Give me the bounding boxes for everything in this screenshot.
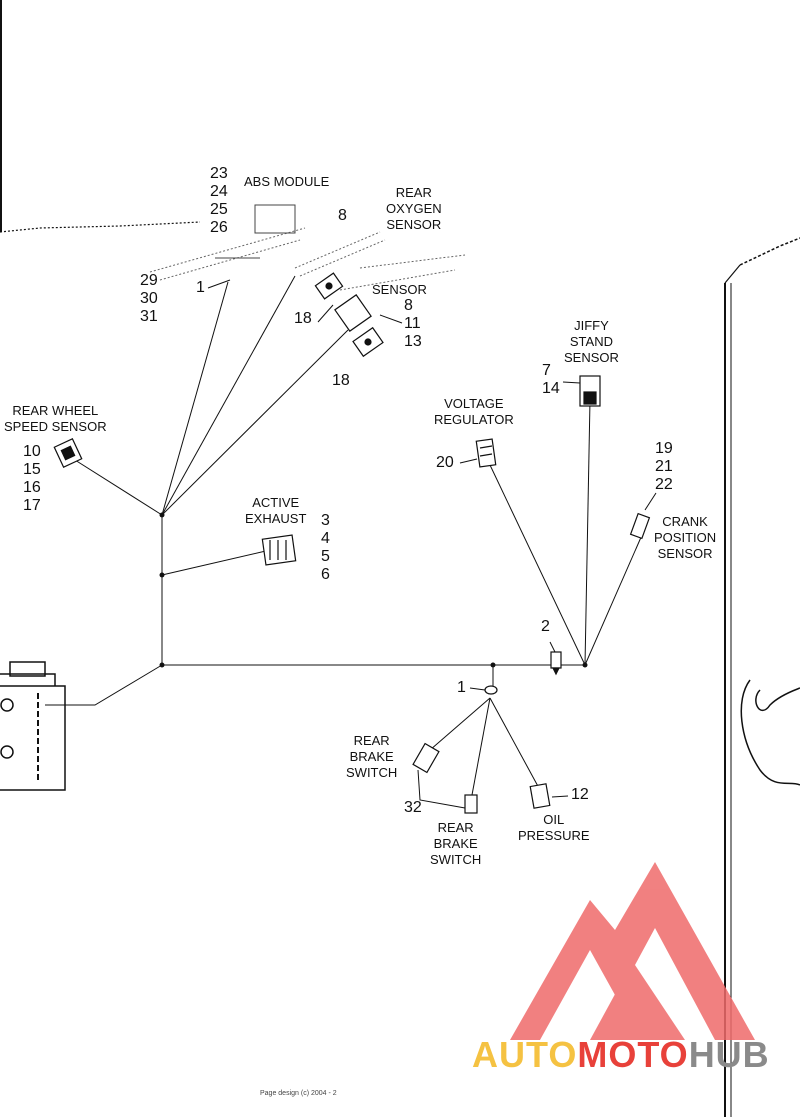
callout-number: 11 (404, 315, 421, 332)
callout-number: 19 (655, 440, 673, 457)
callout-number: 17 (23, 497, 41, 514)
callout-rear-oxygen-eighteen: 18 (294, 310, 312, 327)
label-rear-oxygen-sensor: REAR OXYGEN SENSOR (386, 185, 442, 233)
connector-active-exhaust (261, 534, 297, 566)
connector-voltage-regulator (475, 438, 497, 468)
callout-number: 15 (23, 461, 41, 478)
callout-front-oxygen-eighteen: 18 (332, 372, 350, 389)
callout-jiffy-numbers: 7 14 (542, 362, 560, 398)
callout-number: 24 (210, 183, 228, 200)
label-line: POSITION (654, 530, 717, 545)
label-voltage-regulator: VOLTAGE REGULATOR (434, 396, 514, 428)
callout-brake-number: 32 (404, 799, 422, 816)
harness-wires (45, 275, 643, 809)
label-line: JIFFY (574, 318, 609, 333)
callout-number: 16 (23, 479, 41, 496)
label-line: REGULATOR (434, 412, 514, 427)
connector-jiffy-stand (579, 375, 601, 407)
label-rear-brake-switch-2: REAR BRAKE SWITCH (430, 820, 481, 868)
label-line: VOLTAGE (444, 396, 504, 411)
watermark-logo-icon (510, 862, 755, 1040)
callout-number: 30 (140, 290, 158, 307)
callout-number: 5 (321, 548, 330, 565)
left-bracket (0, 661, 66, 791)
connector-junction-1 (484, 685, 498, 695)
watermark-hub: HUB (688, 1034, 770, 1075)
label-line: PRESSURE (518, 828, 590, 843)
callout-number: 29 (140, 272, 158, 289)
label-line: BRAKE (349, 749, 394, 764)
label-line: REAR (353, 733, 390, 748)
label-line: BRAKE (433, 836, 478, 851)
label-crank-position-sensor: CRANK POSITION SENSOR (654, 514, 716, 562)
callout-number: 25 (210, 201, 228, 218)
label-line: OXYGEN (386, 201, 442, 216)
callout-number: 8 (404, 297, 413, 314)
label-line: SENSOR (564, 350, 619, 365)
callout-wheel-speed-numbers: 10 15 16 17 (23, 443, 41, 515)
callout-oil-number: 12 (571, 786, 589, 803)
label-abs-module: ABS MODULE (244, 174, 330, 189)
callout-junction-two: 2 (541, 618, 550, 635)
label-line: EXHAUST (245, 511, 307, 526)
watermark-moto: MOTO (577, 1034, 689, 1075)
label-line: CRANK (662, 514, 708, 529)
footer-text: Page design (c) 2004 - 2 (260, 1090, 337, 1097)
label-line: SPEED SENSOR (4, 419, 107, 434)
callout-number: 10 (23, 443, 41, 460)
connector-junction-2 (550, 651, 562, 676)
label-line: REAR (437, 820, 474, 835)
callout-number: 7 (542, 362, 551, 379)
callout-number: 3 (321, 512, 330, 529)
connector-wheel-speed (53, 438, 83, 468)
connector-oil-pressure (529, 783, 551, 809)
callout-number: 13 (404, 333, 422, 350)
label-jiffy-stand-sensor: JIFFY STAND SENSOR (564, 318, 619, 366)
connector-front-oxygen (334, 294, 384, 358)
label-line: REAR WHEEL (12, 403, 99, 418)
callout-number: 21 (655, 458, 673, 475)
label-line: SWITCH (346, 765, 398, 780)
junction-dots (159, 512, 588, 668)
connector-rear-brake-2 (464, 794, 478, 814)
callout-number: 6 (321, 566, 330, 583)
abs-module-cluster (149, 204, 466, 291)
callout-number: 22 (655, 476, 673, 493)
callout-abs-numbers-top: 23 24 25 26 (210, 165, 228, 237)
label-oil-pressure: OIL PRESSURE (518, 812, 590, 844)
label-front-oxygen-sensor: SENSOR (372, 282, 427, 297)
leader-lines (207, 279, 657, 798)
label-line: OIL (543, 812, 565, 827)
callout-number: 31 (140, 308, 158, 325)
callout-voltage-regulator-number: 20 (436, 454, 454, 471)
callout-rear-oxygen-eight: 8 (338, 207, 347, 224)
label-line: SENSOR (386, 217, 442, 232)
connector-rear-oxygen-18 (314, 272, 344, 300)
callout-active-exhaust-numbers: 3 4 5 6 (321, 512, 330, 584)
callout-number: 4 (321, 530, 330, 547)
label-line: SENSOR (657, 546, 713, 561)
label-line: REAR (395, 185, 432, 200)
label-line: SWITCH (430, 852, 482, 867)
callout-front-oxygen-numbers: 8 11 13 (404, 297, 422, 351)
label-line: ACTIVE (252, 495, 300, 510)
callout-number: 26 (210, 219, 228, 236)
callout-junction-one: 1 (457, 679, 466, 696)
connector-rear-brake-1 (412, 742, 440, 774)
callout-number: 14 (542, 380, 560, 397)
watermark-auto: AUTO (472, 1034, 578, 1075)
callout-number: 23 (210, 165, 228, 182)
callout-abs-one: 1 (196, 279, 205, 296)
watermark-text: AUTOMOTOHUB (472, 1034, 770, 1076)
callout-abs-numbers-bottom: 29 30 31 (140, 272, 158, 326)
label-active-exhaust: ACTIVE EXHAUST (245, 495, 306, 527)
label-rear-brake-switch-1: REAR BRAKE SWITCH (346, 733, 397, 781)
label-rear-wheel-speed-sensor: REAR WHEEL SPEED SENSOR (4, 403, 107, 435)
callout-crank-numbers: 19 21 22 (655, 440, 673, 494)
label-line: STAND (569, 334, 613, 349)
connector-crank-position (629, 512, 651, 540)
